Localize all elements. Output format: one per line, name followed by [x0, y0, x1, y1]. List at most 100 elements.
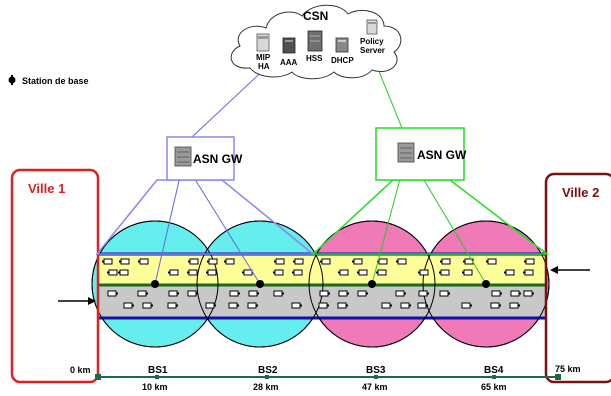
- vehicle-icon: [248, 290, 259, 297]
- vehicle-icon: [418, 290, 429, 297]
- bs1-km: 10 km: [142, 382, 168, 392]
- vehicle-icon: [486, 258, 497, 265]
- vehicle-icon: [319, 290, 330, 297]
- asn-gw-2-label: ASN GW: [417, 148, 467, 162]
- vehicle-icon: [490, 302, 501, 309]
- vehicle-icon: [439, 290, 450, 297]
- city-1-label: Ville 1: [28, 181, 65, 196]
- server-aaa-icon: [282, 37, 296, 54]
- arrow-left-icon: [58, 297, 96, 305]
- vehicle-icon: [291, 302, 302, 309]
- server-dhcp-icon: [335, 37, 349, 53]
- scale-tick-bs2: [265, 375, 269, 379]
- asn-gw-1-router-icon: [174, 146, 192, 167]
- vehicle-icon: [242, 269, 253, 276]
- bs3-km: 47 km: [362, 382, 388, 392]
- vehicle-icon: [504, 269, 515, 276]
- vehicle-icon: [381, 302, 392, 309]
- bs3-station-icon: [368, 280, 376, 288]
- vehicle-icon: [206, 269, 217, 276]
- vehicle-icon: [187, 290, 198, 297]
- asn-gw-2-router-icon: [397, 142, 415, 163]
- vehicle-icon: [337, 302, 348, 309]
- vehicle-icon: [320, 258, 331, 265]
- vehicle-icon: [119, 258, 130, 265]
- bs4-label: BS4: [484, 365, 504, 376]
- server-mip-ha-label: MIP HA: [256, 53, 272, 71]
- vehicle-icon: [395, 290, 406, 297]
- vehicle-icon: [137, 290, 148, 297]
- server-policy-icon: [366, 19, 378, 35]
- vehicle-icon: [417, 302, 428, 309]
- vehicle-icon: [168, 269, 179, 276]
- scale-start-label: 0 km: [70, 365, 91, 375]
- vehicle-icon: [274, 258, 285, 265]
- server-mip-ha-icon: [256, 33, 270, 52]
- scale-tick-bs4: [492, 375, 496, 379]
- vehicle-icon: [205, 302, 216, 309]
- asn-gw-1-label: ASN GW: [193, 152, 243, 166]
- vehicle-icon: [107, 290, 118, 297]
- road-lower-lane: [97, 285, 547, 318]
- vehicle-icon: [293, 258, 304, 265]
- vehicle-icon: [273, 290, 284, 297]
- vehicle-icon: [440, 258, 451, 265]
- vehicle-icon: [396, 258, 407, 265]
- base-station-legend-icon: [8, 75, 16, 85]
- vehicle-icon: [207, 258, 218, 265]
- bs1-label: BS1: [148, 365, 168, 376]
- vehicle-icon: [138, 258, 149, 265]
- arrow-right-icon: [550, 266, 590, 274]
- vehicle-icon: [357, 290, 368, 297]
- bs1-station-icon: [151, 280, 159, 288]
- vehicle-icon: [247, 302, 258, 309]
- scale-tick-bs1: [155, 375, 159, 379]
- vehicle-icon: [107, 269, 118, 276]
- scale-tick-0: [95, 374, 101, 380]
- vehicle-icon: [400, 302, 411, 309]
- vehicle-icon: [523, 269, 534, 276]
- vehicle-icon: [102, 258, 113, 265]
- bs3-label: BS3: [366, 365, 386, 376]
- vehicle-icon: [418, 269, 429, 276]
- vehicle-icon: [509, 302, 520, 309]
- vehicle-icon: [510, 290, 521, 297]
- link-gw1-bs1: [154, 167, 183, 285]
- link-csn-gw2: [375, 63, 403, 129]
- server-hss-label: HSS: [306, 54, 323, 63]
- server-dhcp-label: DHCP: [331, 56, 354, 65]
- vehicle-icon: [168, 290, 179, 297]
- bs2-label: BS2: [258, 365, 278, 376]
- csn-title: CSN: [303, 9, 328, 23]
- vehicle-icon: [292, 269, 303, 276]
- vehicle-icon: [318, 302, 329, 309]
- scale-tick-75: [555, 374, 561, 380]
- scale-tick-bs3: [374, 375, 378, 379]
- vehicle-icon: [461, 302, 472, 309]
- vehicle-icon: [142, 302, 153, 309]
- vehicle-icon: [338, 269, 349, 276]
- vehicle-icon: [338, 290, 349, 297]
- bs2-km: 28 km: [253, 382, 279, 392]
- vehicle-icon: [188, 258, 199, 265]
- legend-label: Station de base: [22, 76, 89, 86]
- bs2-station-icon: [256, 280, 264, 288]
- asn-gw-2-box: [375, 127, 465, 181]
- vehicle-icon: [524, 258, 535, 265]
- city-2-box: [544, 172, 611, 384]
- vehicles: [102, 258, 535, 309]
- server-hss-icon: [307, 30, 323, 52]
- vehicle-icon: [462, 269, 473, 276]
- vehicle-icon: [273, 269, 284, 276]
- vehicle-icon: [224, 258, 235, 265]
- vehicle-icon: [167, 302, 178, 309]
- city-2-label: Ville 2: [562, 185, 599, 200]
- vehicle-icon: [357, 269, 368, 276]
- vehicle-icon: [439, 269, 450, 276]
- bs4-station-icon: [482, 280, 490, 288]
- city-1-box: [10, 168, 100, 384]
- server-policy-label: Policy Server: [360, 37, 386, 55]
- vehicle-icon: [491, 290, 502, 297]
- vehicle-icon: [228, 302, 239, 309]
